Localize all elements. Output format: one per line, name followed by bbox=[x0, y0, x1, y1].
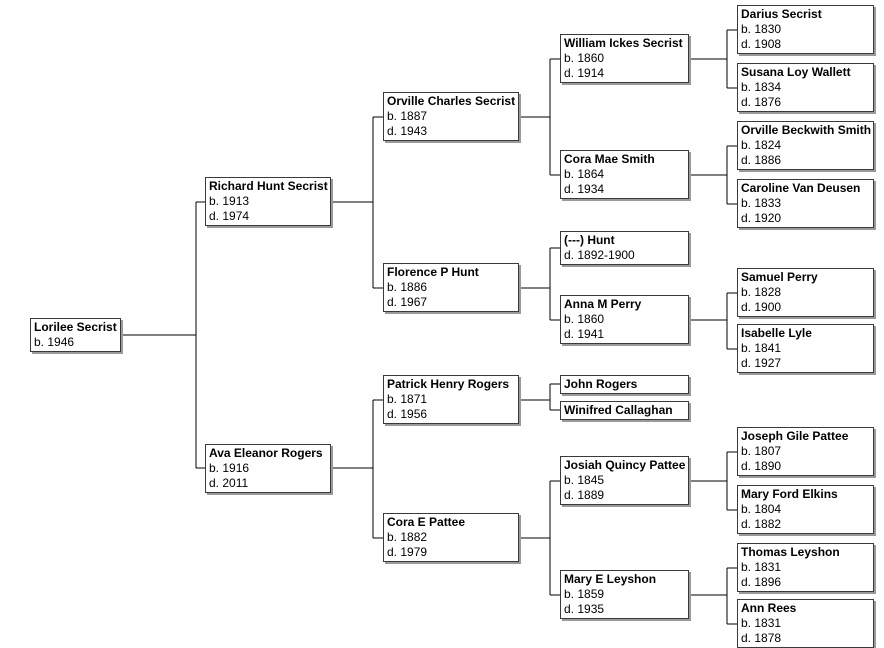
person-florence-p-hunt[interactable]: Florence P Hunt b. 1886 d. 1967 bbox=[383, 263, 519, 312]
person-birth: b. 1831 bbox=[741, 560, 782, 574]
person-birth: b. 1845 bbox=[564, 473, 605, 487]
person-name: Darius Secrist bbox=[741, 7, 822, 21]
person-ann-rees[interactable]: Ann Rees b. 1831 d. 1878 bbox=[737, 599, 874, 648]
person-name: Cora Mae Smith bbox=[564, 152, 655, 166]
person-name: Anna M Perry bbox=[564, 297, 642, 311]
person-birth: b. 1834 bbox=[741, 80, 782, 94]
person-winifred-callaghan[interactable]: Winifred Callaghan bbox=[560, 401, 689, 420]
person-birth: b. 1946 bbox=[34, 335, 75, 349]
person-death: d. 1882 bbox=[741, 517, 782, 531]
person-death: d. 1943 bbox=[387, 124, 428, 138]
person-birth: b. 1916 bbox=[209, 461, 250, 475]
person-mary-ford-elkins[interactable]: Mary Ford Elkins b. 1804 d. 1882 bbox=[737, 485, 874, 534]
person-name: Ava Eleanor Rogers bbox=[209, 446, 323, 460]
person-birth: b. 1864 bbox=[564, 167, 605, 181]
person-name: Orville Beckwith Smith bbox=[741, 123, 872, 137]
person-name: Mary Ford Elkins bbox=[741, 487, 838, 501]
person-susana-loy-wallett[interactable]: Susana Loy Wallett b. 1834 d. 1876 bbox=[737, 63, 874, 112]
person-birth: b. 1831 bbox=[741, 616, 782, 630]
person-death: d. 1896 bbox=[741, 575, 782, 589]
person-death: d. 1878 bbox=[741, 631, 782, 645]
person-william-ickes-secrist[interactable]: William Ickes Secrist b. 1860 d. 1914 bbox=[560, 34, 689, 83]
person-name: Samuel Perry bbox=[741, 270, 818, 284]
person-name: Susana Loy Wallett bbox=[741, 65, 851, 79]
person-birth: b. 1913 bbox=[209, 194, 250, 208]
person-death: d. 1941 bbox=[564, 327, 605, 341]
person-death: d. 1934 bbox=[564, 182, 605, 196]
person-name: John Rogers bbox=[564, 377, 638, 391]
person-patrick-henry-rogers[interactable]: Patrick Henry Rogers b. 1871 d. 1956 bbox=[383, 375, 519, 424]
person-death: d. 1892-1900 bbox=[564, 248, 635, 262]
person-darius-secrist[interactable]: Darius Secrist b. 1830 d. 1908 bbox=[737, 5, 874, 54]
person-name: Joseph Gile Pattee bbox=[741, 429, 849, 443]
person-josiah-quincy-pattee[interactable]: Josiah Quincy Pattee b. 1845 d. 1889 bbox=[560, 456, 689, 505]
person-name: Winifred Callaghan bbox=[564, 403, 673, 417]
person-name: Patrick Henry Rogers bbox=[387, 377, 510, 391]
person-death: d. 2011 bbox=[209, 476, 249, 490]
person-death: d. 1920 bbox=[741, 211, 782, 225]
person-name: Thomas Leyshon bbox=[741, 545, 840, 559]
person-name: Ann Rees bbox=[741, 601, 797, 615]
person-samuel-perry[interactable]: Samuel Perry b. 1828 d. 1900 bbox=[737, 268, 874, 317]
person-death: d. 1979 bbox=[387, 545, 428, 559]
person-name: Florence P Hunt bbox=[387, 265, 479, 279]
person-name: Richard Hunt Secrist bbox=[209, 179, 328, 193]
person-orville-beckwith-smith[interactable]: Orville Beckwith Smith b. 1824 d. 1886 bbox=[737, 121, 874, 170]
person-birth: b. 1824 bbox=[741, 138, 782, 152]
person-name: Josiah Quincy Pattee bbox=[564, 458, 686, 472]
person-death: d. 1876 bbox=[741, 95, 782, 109]
person-death: d. 1900 bbox=[741, 300, 782, 314]
person-cora-mae-smith[interactable]: Cora Mae Smith b. 1864 d. 1934 bbox=[560, 150, 689, 199]
person-birth: b. 1871 bbox=[387, 392, 428, 406]
person-birth: b. 1860 bbox=[564, 51, 605, 65]
person-death: d. 1889 bbox=[564, 488, 605, 502]
person-name: Lorilee Secrist bbox=[34, 320, 117, 334]
person-birth: b. 1804 bbox=[741, 502, 782, 516]
person-name: Mary E Leyshon bbox=[564, 572, 657, 586]
person-ava-eleanor-rogers[interactable]: Ava Eleanor Rogers b. 1916 d. 2011 bbox=[205, 444, 331, 493]
person-death: d. 1935 bbox=[564, 602, 605, 616]
person-birth: b. 1859 bbox=[564, 587, 605, 601]
person-name: Orville Charles Secrist bbox=[387, 94, 516, 108]
person-unknown-hunt[interactable]: (---) Hunt d. 1892-1900 bbox=[560, 231, 689, 265]
person-death: d. 1890 bbox=[741, 459, 782, 473]
person-name: Isabelle Lyle bbox=[741, 326, 812, 340]
person-name: William Ickes Secrist bbox=[564, 36, 683, 50]
person-death: d. 1914 bbox=[564, 66, 605, 80]
person-name: Cora E Pattee bbox=[387, 515, 466, 529]
person-death: d. 1967 bbox=[387, 295, 428, 309]
person-isabelle-lyle[interactable]: Isabelle Lyle b. 1841 d. 1927 bbox=[737, 324, 874, 373]
person-caroline-van-deusen[interactable]: Caroline Van Deusen b. 1833 d. 1920 bbox=[737, 179, 874, 228]
person-death: d. 1927 bbox=[741, 356, 782, 370]
person-birth: b. 1828 bbox=[741, 285, 782, 299]
person-anna-m-perry[interactable]: Anna M Perry b. 1860 d. 1941 bbox=[560, 295, 689, 344]
person-lorilee-secrist[interactable]: Lorilee Secrist b. 1946 bbox=[30, 318, 121, 352]
person-death: d. 1886 bbox=[741, 153, 782, 167]
person-birth: b. 1886 bbox=[387, 280, 428, 294]
person-joseph-gile-pattee[interactable]: Joseph Gile Pattee b. 1807 d. 1890 bbox=[737, 427, 874, 476]
person-birth: b. 1833 bbox=[741, 196, 782, 210]
person-birth: b. 1887 bbox=[387, 109, 428, 123]
person-birth: b. 1882 bbox=[387, 530, 428, 544]
person-name: Caroline Van Deusen bbox=[741, 181, 861, 195]
person-birth: b. 1830 bbox=[741, 22, 782, 36]
person-mary-e-leyshon[interactable]: Mary E Leyshon b. 1859 d. 1935 bbox=[560, 570, 689, 619]
person-death: d. 1974 bbox=[209, 209, 250, 223]
person-death: d. 1908 bbox=[741, 37, 782, 51]
person-birth: b. 1841 bbox=[741, 341, 782, 355]
person-death: d. 1956 bbox=[387, 407, 428, 421]
person-name: (---) Hunt bbox=[564, 233, 615, 247]
person-birth: b. 1807 bbox=[741, 444, 782, 458]
person-thomas-leyshon[interactable]: Thomas Leyshon b. 1831 d. 1896 bbox=[737, 543, 874, 592]
person-birth: b. 1860 bbox=[564, 312, 605, 326]
person-richard-hunt-secrist[interactable]: Richard Hunt Secrist b. 1913 d. 1974 bbox=[205, 177, 331, 226]
person-john-rogers[interactable]: John Rogers bbox=[560, 375, 689, 394]
person-orville-charles-secrist[interactable]: Orville Charles Secrist b. 1887 d. 1943 bbox=[383, 92, 519, 141]
person-cora-e-pattee[interactable]: Cora E Pattee b. 1882 d. 1979 bbox=[383, 513, 519, 562]
